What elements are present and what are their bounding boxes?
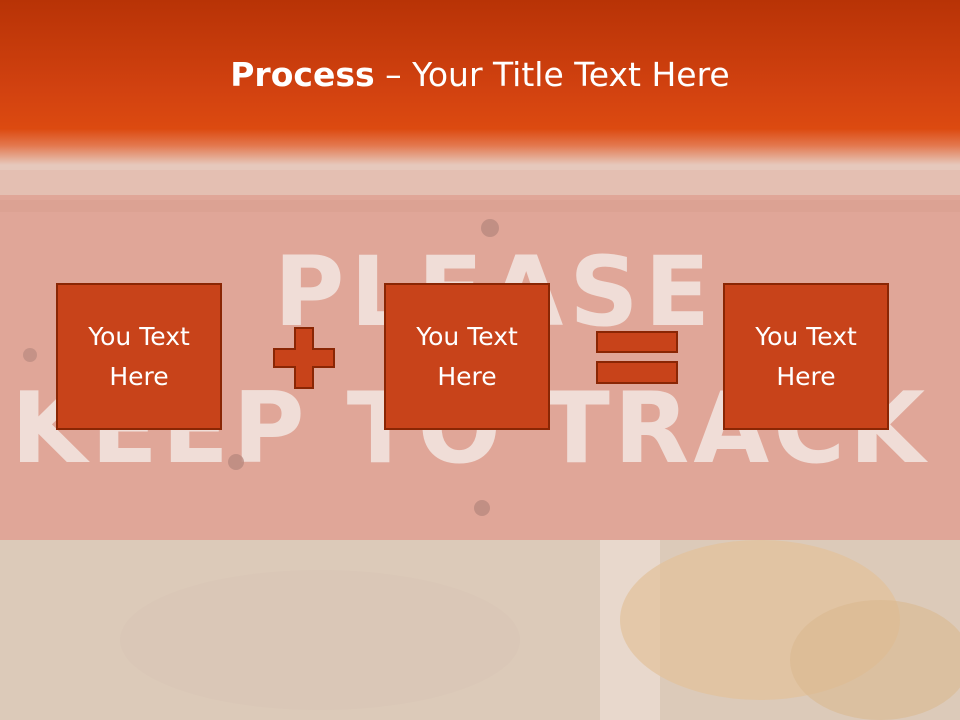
process-box-2[interactable]: You Text Here (384, 283, 550, 430)
plus-icon (273, 327, 335, 389)
process-box-3-text: You Text Here (755, 321, 857, 391)
process-box-1[interactable]: You Text Here (56, 283, 222, 430)
process-box-2-text: You Text Here (416, 321, 518, 391)
title-rest: – Your Title Text Here (374, 55, 730, 94)
title-bold: Process (230, 55, 375, 94)
title-band (0, 0, 960, 165)
process-box-1-text: You Text Here (88, 321, 190, 391)
process-box-3[interactable]: You Text Here (723, 283, 889, 430)
slide-title: Process – Your Title Text Here (0, 52, 960, 98)
equals-icon (596, 331, 678, 384)
